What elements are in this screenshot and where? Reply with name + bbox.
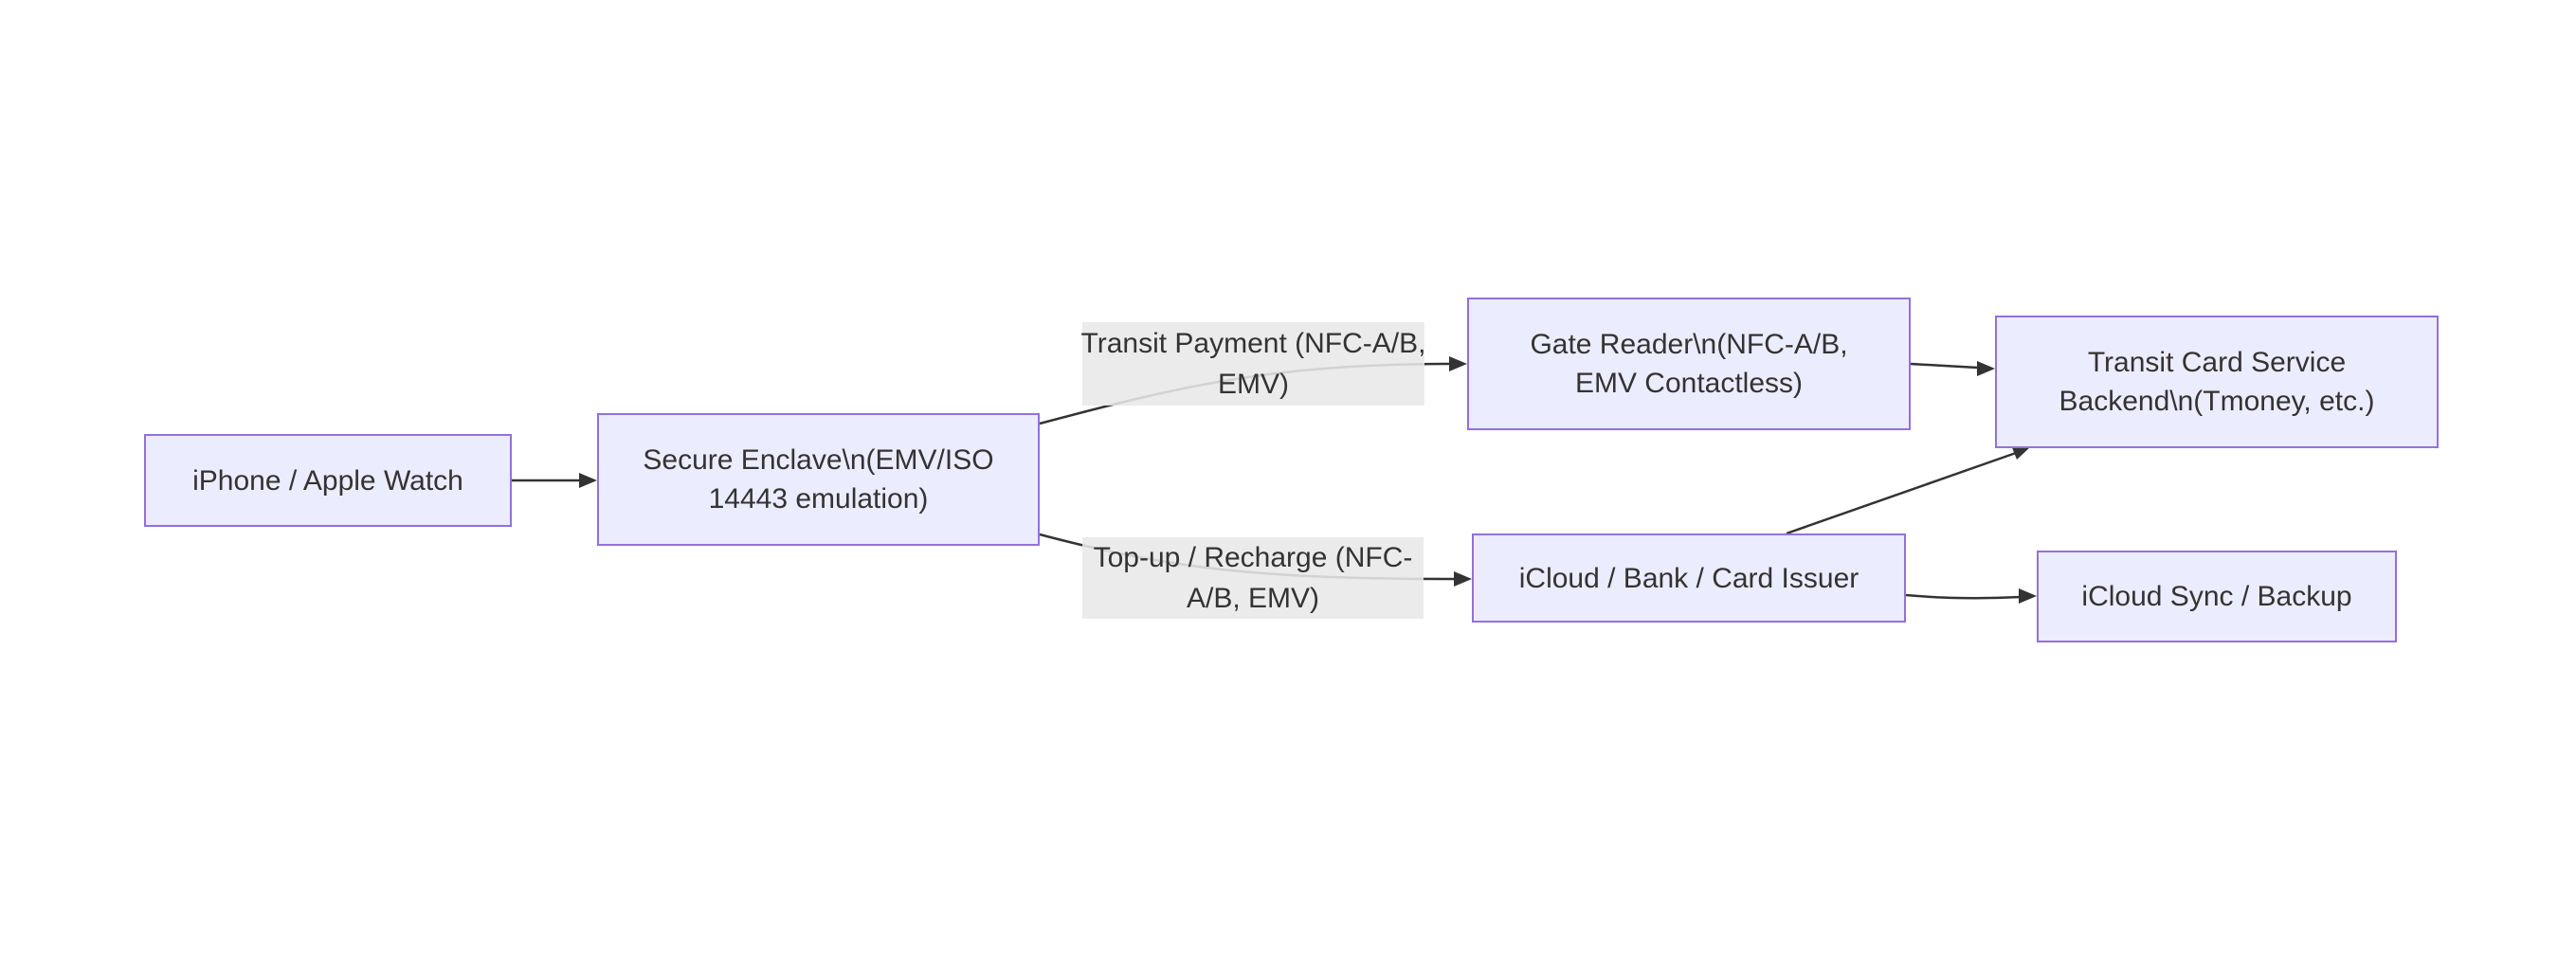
node-label-line: Transit Card Service [2087,347,2347,378]
arrowhead-gate-reader-to-backend [1977,361,1995,376]
node-label-line: iCloud Sync / Backup [2081,581,2352,612]
edge-label-line: Transit Payment (NFC-A/B, [1080,328,1426,359]
edge-gate-reader-to-backend [1910,362,1979,370]
node-label-line: Gate Reader\n(NFC-A/B, [1530,329,1848,360]
node-label-line: Backend\n(Tmoney, etc.) [2059,386,2375,417]
edge-icloud-bank-to-icloud-sync [1905,593,2022,600]
arrowhead-secure-enclave-to-gate-reader [1449,356,1467,371]
arrowhead-icloud-bank-to-backend [2011,445,2031,460]
node-icloud-sync-backup: iCloud Sync / Backup [2037,551,2397,642]
node-transit-card-service-backend: Transit Card Service Backend\n(Tmoney, e… [1995,316,2439,448]
node-label-line: iPhone / Apple Watch [192,464,463,497]
arrowhead-device-to-secure-enclave [579,473,597,488]
edge-label-transit-payment: Transit Payment (NFC-A/B, EMV) [1080,322,1426,406]
edge-label-topup-recharge: Top-up / Recharge (NFC- A/B, EMV) [1082,537,1424,619]
edge-label-line: EMV) [1218,369,1289,400]
edge-label-line: Top-up / Recharge (NFC- [1093,542,1413,573]
node-label-line: Secure Enclave\n(EMV/ISO [643,444,994,476]
node-label-line: EMV Contactless) [1574,368,1804,399]
node-secure-enclave: Secure Enclave\n(EMV/ISO 14443 emulation… [597,413,1040,546]
node-iphone-apple-watch: iPhone / Apple Watch [144,434,512,527]
arrowhead-secure-enclave-to-icloud-bank [1454,571,1472,587]
node-gate-reader: Gate Reader\n(NFC-A/B, EMV Contactless) [1467,298,1911,430]
edge-label-line: A/B, EMV) [1186,583,1320,614]
node-label-line: iCloud / Bank / Card Issuer [1518,562,1859,594]
node-label-line: 14443 emulation) [708,483,929,515]
arrowhead-icloud-bank-to-icloud-sync [2019,588,2037,604]
edge-icloud-bank-to-backend [1786,451,2017,535]
node-icloud-bank-card-issuer: iCloud / Bank / Card Issuer [1472,533,1906,623]
